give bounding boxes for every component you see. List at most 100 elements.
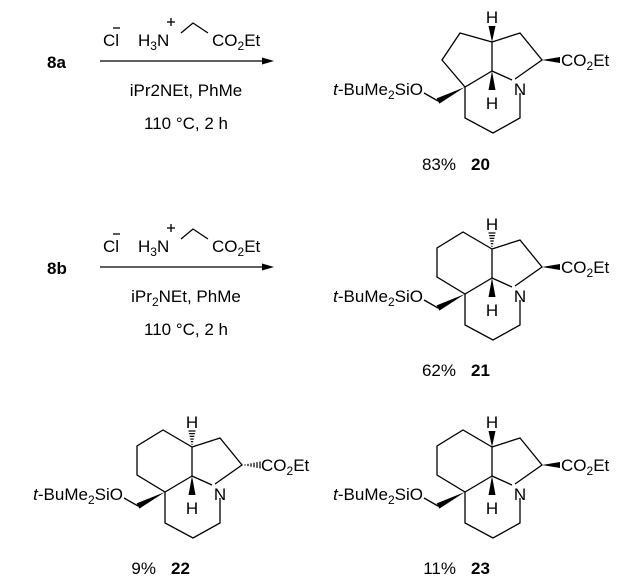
- wedge-bond-h7a: [488, 278, 496, 297]
- silyl-text: SiO: [395, 287, 423, 306]
- h-3a: H: [486, 8, 498, 27]
- bond: [491, 475, 513, 486]
- ester-text: Et: [593, 258, 609, 277]
- silyl-text: t: [333, 287, 339, 306]
- conditions-line-1: iPr2NEt, PhMe: [131, 287, 241, 309]
- h-3a: H: [486, 215, 498, 234]
- conditions-text: iPr2NEt, PhMe: [130, 81, 242, 100]
- silyl-text: -BuMe: [38, 485, 88, 504]
- wedge-bond-ch2: [436, 294, 465, 311]
- silyl-text: SiO: [395, 485, 423, 504]
- silyl-text: -BuMe: [338, 287, 388, 306]
- subscript: 2: [587, 464, 594, 478]
- nitrogen-atom: N: [514, 485, 526, 504]
- silyl-text: t: [333, 80, 339, 99]
- glycine-chain: [180, 228, 209, 240]
- conditions-line-2: 110 °C, 2 h: [144, 320, 228, 339]
- silyl-ether-label: t-BuMe2SiO: [333, 287, 423, 309]
- bond: [423, 497, 439, 507]
- wedge-bond-ester: [542, 264, 560, 270]
- compound-number: 23: [471, 559, 490, 578]
- cyclohexane-ring: [436, 429, 493, 493]
- subscript: 2: [587, 266, 594, 280]
- yield-label: 83%: [422, 155, 456, 174]
- ester-group: CO2Et: [561, 51, 610, 73]
- subscript: 2: [88, 493, 95, 507]
- h-3a: H: [486, 413, 498, 432]
- yield-label: 11%: [423, 559, 456, 578]
- ester-text: Et: [593, 456, 609, 475]
- ester-text: Et: [244, 237, 260, 256]
- ester-label: CO2Et: [212, 31, 261, 53]
- ester-text: Et: [293, 456, 309, 475]
- nitrogen-atom: N: [514, 287, 526, 306]
- yield-label: 9%: [131, 559, 156, 578]
- silyl-text: SiO: [395, 80, 423, 99]
- compound-number: 22: [171, 559, 190, 578]
- hashed-bond-h3a: [488, 232, 496, 247]
- substrate-label: 8a: [47, 53, 66, 72]
- silyl-text: t: [333, 485, 339, 504]
- hydrogen-text: H: [138, 237, 150, 256]
- ester-label: CO2Et: [212, 237, 261, 259]
- conditions-text: NEt, PhMe: [159, 287, 241, 306]
- piperidine-ring: [464, 87, 521, 134]
- subscript: 2: [238, 245, 245, 259]
- wedge-bond-ch2: [436, 492, 465, 509]
- ester-text: CO: [212, 31, 238, 50]
- silyl-text: SiO: [95, 485, 123, 504]
- ester-text: CO: [561, 51, 587, 70]
- silyl-ether-label: t-BuMe2SiO: [33, 485, 123, 507]
- subscript: 2: [238, 39, 245, 53]
- subscript: 3: [150, 245, 157, 259]
- bond: [423, 299, 439, 309]
- wedge-bond-h7a: [488, 71, 496, 90]
- wedge-bond-h7a: [188, 476, 196, 495]
- substrate-label: 8b: [47, 259, 67, 278]
- silyl-ether-label: t-BuMe2SiO: [333, 485, 423, 507]
- ester-text: Et: [244, 31, 260, 50]
- subscript: 2: [152, 295, 159, 309]
- hashed-bond-ester: [244, 461, 261, 469]
- nitrogen-text: N: [157, 31, 169, 50]
- ester-group: CO2Et: [561, 258, 610, 280]
- ester-group: CO2Et: [561, 456, 610, 478]
- wedge-bond-ester: [542, 57, 560, 63]
- bond: [491, 277, 513, 288]
- cyclohexane-ring: [136, 429, 193, 493]
- ammonium-label: H3N: [138, 237, 169, 259]
- conditions-line-1: iPr2NEt, PhMe: [130, 81, 242, 100]
- pyrrolidine-ring: [491, 32, 543, 80]
- h-7a: H: [486, 94, 498, 113]
- cyclohexane-ring: [436, 231, 493, 295]
- piperidine-ring: [164, 492, 221, 539]
- yield-label: 62%: [422, 361, 456, 380]
- wedge-bond-h3a: [488, 431, 496, 447]
- chloride-label: Cl: [103, 237, 119, 256]
- arrow-head: [262, 263, 274, 271]
- hydrogen-text: H: [138, 31, 150, 50]
- compound-number: 21: [471, 361, 490, 380]
- glycine-chain: [180, 22, 209, 34]
- conditions-line-2: 110 °C, 2 h: [144, 114, 228, 133]
- hashed-bond-h3a: [188, 430, 196, 445]
- ester-text: CO: [561, 456, 587, 475]
- wedge-bond-h3a: [488, 26, 496, 42]
- wedge-bond-ch2: [436, 87, 465, 104]
- conditions-text: iPr: [131, 287, 152, 306]
- silyl-text: -BuMe: [338, 485, 388, 504]
- ester-text: Et: [593, 51, 609, 70]
- piperidine-ring: [464, 294, 521, 341]
- h-7a: H: [486, 499, 498, 518]
- nitrogen-atom: N: [514, 80, 526, 99]
- pyrrolidine-ring: [491, 437, 543, 485]
- compound-number: 20: [471, 155, 490, 174]
- ammonium-label: H3N: [138, 31, 169, 53]
- ester-text: CO: [561, 258, 587, 277]
